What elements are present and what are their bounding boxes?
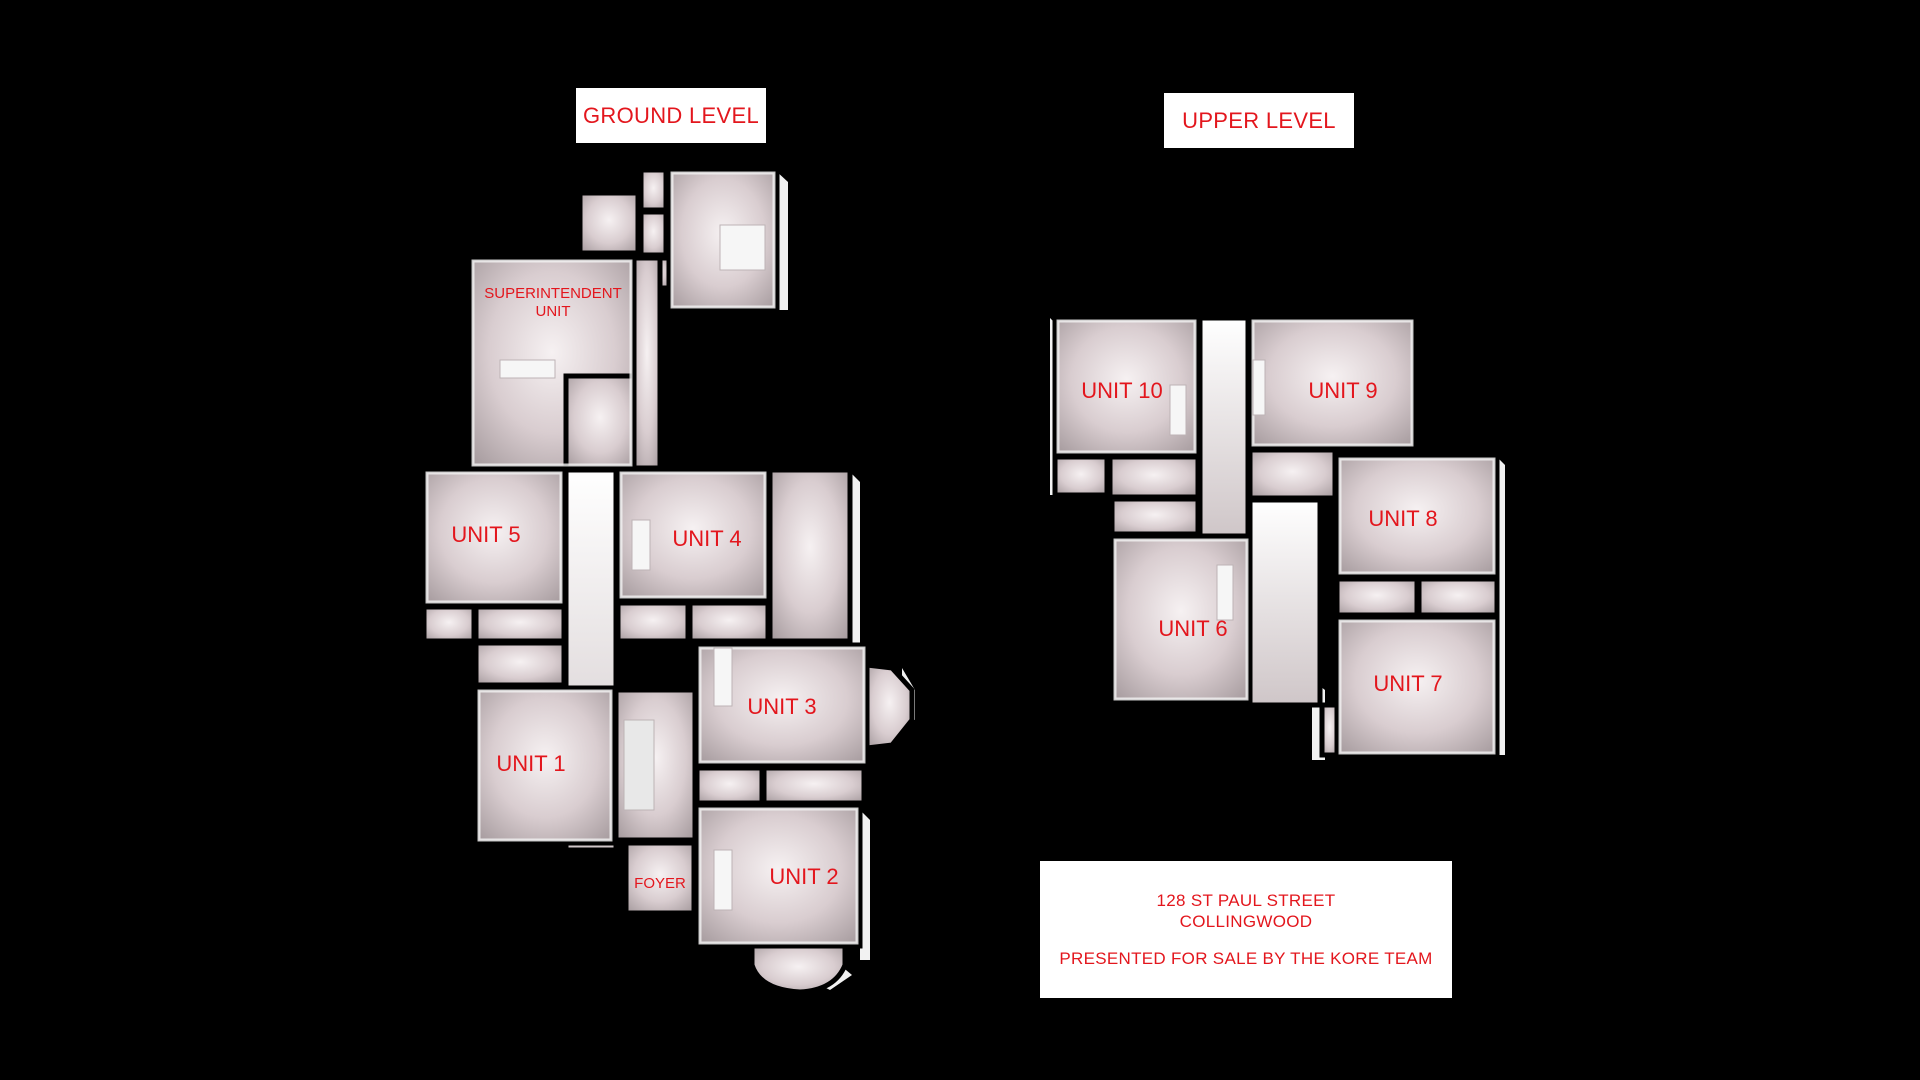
- room-label-unit-2: UNIT 2: [769, 864, 838, 889]
- upper-level-heading-text: UPPER LEVEL: [1182, 107, 1336, 133]
- room-label-superintendent: SUPERINTENDENT: [484, 285, 622, 302]
- room-label-unit-9: UNIT 9: [1308, 378, 1377, 403]
- room-label-superintendent-unit: UNIT: [536, 303, 571, 320]
- ground-level-heading-text: GROUND LEVEL: [583, 102, 759, 128]
- upper-level-heading: UPPER LEVEL: [1164, 93, 1354, 148]
- room-label-unit-1: UNIT 1: [496, 751, 565, 776]
- room-label-unit-10: UNIT 10: [1081, 378, 1163, 403]
- room-label-unit-7: UNIT 7: [1373, 671, 1442, 696]
- address-line-1: 128 ST PAUL STREET: [1156, 891, 1336, 910]
- ground-level-heading: GROUND LEVEL: [576, 88, 766, 143]
- room-label-foyer: FOYER: [634, 875, 686, 892]
- room-label-unit-8: UNIT 8: [1368, 506, 1437, 531]
- room-label-unit-6: UNIT 6: [1158, 616, 1227, 641]
- upper-level-plan: UNIT 10 UNIT 9 UNIT 8 UNIT 6 UNIT 7: [1050, 315, 1505, 760]
- presented-by-text: PRESENTED FOR SALE BY THE KORE TEAM: [1059, 949, 1433, 968]
- room-label-unit-4: UNIT 4: [672, 526, 741, 551]
- address-line-2: COLLINGWOOD: [1179, 912, 1313, 931]
- room-label-unit-3: UNIT 3: [747, 694, 816, 719]
- room-label-unit-5: UNIT 5: [451, 522, 520, 547]
- ground-level-plan: SUPERINTENDENT UNIT UNIT 5 UNIT 4 UNIT 3…: [421, 167, 915, 995]
- property-info-box: 128 ST PAUL STREET COLLINGWOOD PRESENTED…: [1040, 861, 1452, 998]
